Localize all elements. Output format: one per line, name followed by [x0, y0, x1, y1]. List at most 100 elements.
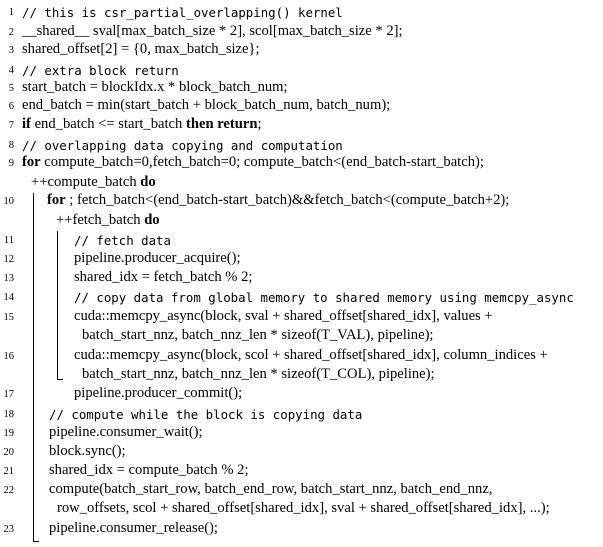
keyword: then return: [185, 116, 258, 132]
code-line: 9 for compute_batch=0,fetch_batch=0; comp…: [0, 154, 603, 173]
code-comment: // compute while the block is copying da…: [49, 407, 363, 422]
code-comment: // copy data from global memory to share…: [74, 290, 574, 305]
code-line: 10 for ; fetch_batch<(end_batch-start_bat…: [0, 192, 603, 211]
code-text: batch_start_nnz, batch_nnz_len * sizeof(…: [82, 366, 435, 382]
code-segment: batch_start_nnz, batch_nnz_len * sizeof(…: [82, 327, 434, 343]
code-text: cuda::memcpy_async(block, sval + shared_…: [74, 308, 493, 324]
code-line: 4 // extra block return: [0, 61, 603, 80]
code-segment: row_offsets, scol + shared_offset[shared…: [57, 500, 550, 516]
line-number: 5: [8, 83, 14, 94]
code-line: 21 shared_idx = compute_batch % 2;: [0, 462, 603, 481]
line-number: 7: [8, 120, 14, 131]
code-comment: // this is csr_partial_overlapping() ker…: [22, 5, 343, 20]
code-segment: __shared__ sval[max_batch_size * 2], sco…: [22, 23, 403, 39]
code-text: // fetch data: [74, 231, 171, 247]
code-line: batch_start_nnz, batch_nnz_len * sizeof(…: [0, 327, 603, 346]
code-text: __shared__ sval[max_batch_size * 2], sco…: [22, 23, 403, 39]
line-number: 3: [8, 45, 14, 56]
code-segment: ++fetch_batch: [56, 212, 145, 228]
code-line: batch_start_nnz, batch_nnz_len * sizeof(…: [0, 366, 603, 385]
code-text: // compute while the block is copying da…: [49, 405, 362, 421]
code-text: shared_idx = compute_batch % 2;: [49, 462, 249, 478]
line-number: 8: [8, 140, 14, 151]
code-segment: start_batch = blockIdx.x * block_batch_n…: [22, 79, 288, 95]
line-number: 1: [8, 7, 14, 18]
line-number: 20: [3, 447, 15, 458]
line-number: 11: [3, 235, 14, 246]
code-segment: ; fetch_batch<(end_batch-start_batch)&&f…: [65, 192, 510, 208]
code-text: ++fetch_batch do: [56, 212, 160, 228]
code-text: compute(batch_start_row, batch_end_row, …: [49, 481, 492, 497]
code-line: ++compute_batch do: [0, 174, 603, 193]
code-text: pipeline.consumer_wait();: [49, 424, 203, 440]
code-text: // overlapping data copying and computat…: [22, 136, 343, 152]
outer-loop-block-bar-end: [33, 541, 39, 542]
line-number: 22: [3, 485, 15, 496]
inner-loop-block-bar: [57, 231, 58, 379]
code-segment: end_batch <= start_batch: [30, 116, 186, 132]
line-number: 17: [3, 389, 15, 400]
code-line: 1 // this is csr_partial_overlapping() ke…: [0, 3, 603, 22]
code-line: 20 block.sync();: [0, 443, 603, 462]
code-segment: compute(batch_start_row, batch_end_row, …: [49, 481, 493, 497]
code-segment: ++compute_batch: [31, 174, 141, 190]
code-segment: batch_start_nnz, batch_nnz_len * sizeof(…: [82, 366, 435, 382]
keyword: do: [144, 212, 160, 228]
line-number: 9: [8, 158, 14, 169]
keyword: do: [140, 174, 156, 190]
line-number: 15: [3, 312, 15, 323]
line-number: 6: [8, 101, 14, 112]
code-line: 17 pipeline.producer_commit();: [0, 385, 603, 404]
code-text: block.sync();: [49, 443, 126, 459]
code-text: pipeline.producer_commit();: [74, 385, 242, 401]
code-line: 19 pipeline.consumer_wait();: [0, 424, 603, 443]
code-segment: compute_batch=0,fetch_batch=0; compute_b…: [40, 154, 484, 170]
code-line: 13 shared_idx = fetch_batch % 2;: [0, 269, 603, 288]
code-text: pipeline.producer_acquire();: [74, 250, 241, 266]
code-line: 16 cuda::memcpy_async(block, scol + share…: [0, 347, 603, 366]
code-text: for compute_batch=0,fetch_batch=0; compu…: [22, 154, 484, 170]
line-number: 10: [3, 196, 15, 207]
code-text: cuda::memcpy_async(block, scol + shared_…: [74, 347, 548, 363]
code-line: 2 __shared__ sval[max_batch_size * 2], sc…: [0, 23, 603, 42]
code-text: if end_batch <= start_batch then return;: [22, 116, 262, 132]
code-line: 14 // copy data from global memory to sha…: [0, 288, 603, 307]
outer-loop-block-bar: [33, 193, 34, 541]
code-segment: shared_idx = fetch_batch % 2;: [74, 269, 253, 285]
code-line: 22 compute(batch_start_row, batch_end_row…: [0, 481, 603, 500]
code-line: 15 cuda::memcpy_async(block, sval + share…: [0, 308, 603, 327]
code-segment: pipeline.producer_commit();: [74, 385, 243, 401]
code-text: pipeline.consumer_release();: [49, 520, 218, 536]
code-segment: shared_idx = compute_batch % 2;: [49, 462, 249, 478]
code-text: ++compute_batch do: [31, 174, 156, 190]
code-text: // this is csr_partial_overlapping() ker…: [22, 3, 343, 19]
code-segment: pipeline.producer_acquire();: [74, 250, 241, 266]
code-segment: pipeline.consumer_release();: [49, 520, 218, 536]
code-line: ++fetch_batch do: [0, 212, 603, 231]
line-number: 13: [3, 273, 15, 284]
code-text: // extra block return: [22, 61, 179, 77]
code-line: row_offsets, scol + shared_offset[shared…: [0, 500, 603, 519]
code-comment: // fetch data: [74, 233, 171, 248]
line-number: 21: [3, 466, 15, 477]
line-number: 19: [3, 428, 15, 439]
line-number: 2: [8, 27, 14, 38]
code-segment: block.sync();: [49, 443, 126, 459]
code-segment: cuda::memcpy_async(block, sval + shared_…: [74, 308, 493, 324]
code-line: 5 start_batch = blockIdx.x * block_batch_…: [0, 79, 603, 98]
code-text: shared_offset[2] = {0, max_batch_size};: [22, 41, 260, 57]
code-line: 8 // overlapping data copying and computa…: [0, 136, 603, 155]
code-comment: // overlapping data copying and computat…: [22, 138, 343, 153]
code-line: 3 shared_offset[2] = {0, max_batch_size};: [0, 41, 603, 60]
line-number: 14: [3, 292, 15, 303]
line-number: 4: [8, 65, 14, 76]
keyword: for: [22, 154, 41, 170]
code-line: 18// compute while the block is copying …: [0, 405, 603, 424]
code-text: for ; fetch_batch<(end_batch-start_batch…: [47, 192, 509, 208]
line-number: 16: [3, 351, 15, 362]
code-line: 11 // fetch data: [0, 231, 603, 250]
inner-loop-block-bar-end: [57, 379, 63, 380]
